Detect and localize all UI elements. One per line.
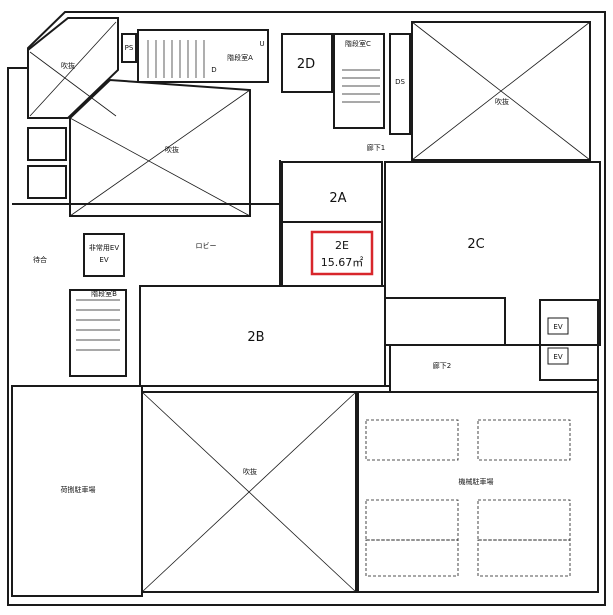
void-label-top-right: 吹抜 bbox=[495, 97, 509, 106]
ev-1-label: EV bbox=[553, 323, 562, 331]
waiting-label: 待合 bbox=[33, 255, 47, 264]
parking-left-label: 荷捌駐車場 bbox=[61, 485, 96, 494]
room-2e-area: 15.67㎡ bbox=[321, 256, 364, 269]
service-ev-label: 非常用EV bbox=[89, 243, 119, 252]
stair-a-label: 階段室A bbox=[227, 53, 253, 62]
lobby-label: ロビー bbox=[196, 241, 217, 250]
void-top-right bbox=[411, 21, 591, 161]
room-2e-label: 2E bbox=[335, 239, 349, 252]
void-label-bottom: 吹抜 bbox=[243, 467, 257, 476]
room-2c-label: 2C bbox=[467, 237, 484, 252]
stair-c-label: 階段室C bbox=[345, 39, 371, 48]
void-top-left bbox=[27, 17, 119, 119]
stair-up-label: U bbox=[259, 40, 264, 48]
ev-2-label: EV bbox=[553, 353, 562, 361]
parking-right-label: 機械駐車場 bbox=[459, 477, 494, 486]
highlight-2e bbox=[310, 230, 374, 276]
room-2a-label: 2A bbox=[329, 191, 346, 206]
stair-b-label: 階段室B bbox=[91, 289, 117, 298]
void-label-top-left: 吹抜 bbox=[61, 61, 75, 70]
stair-treads bbox=[76, 40, 380, 351]
parking-bays bbox=[365, 419, 571, 577]
ds-label: DS bbox=[395, 78, 405, 86]
stair-down-label: D bbox=[211, 66, 216, 74]
room-2b-label: 2B bbox=[247, 330, 264, 345]
outer-wall bbox=[7, 11, 606, 606]
void-label-middle: 吹抜 bbox=[165, 145, 179, 154]
ps-label: PS bbox=[125, 44, 134, 52]
corridor-2-label: 廊下2 bbox=[433, 361, 451, 370]
corridor-1-label: 廊下1 bbox=[367, 143, 385, 152]
service-ev-sub: EV bbox=[99, 256, 108, 264]
void-middle-left bbox=[69, 78, 251, 217]
room-2d-label: 2D bbox=[297, 57, 315, 72]
